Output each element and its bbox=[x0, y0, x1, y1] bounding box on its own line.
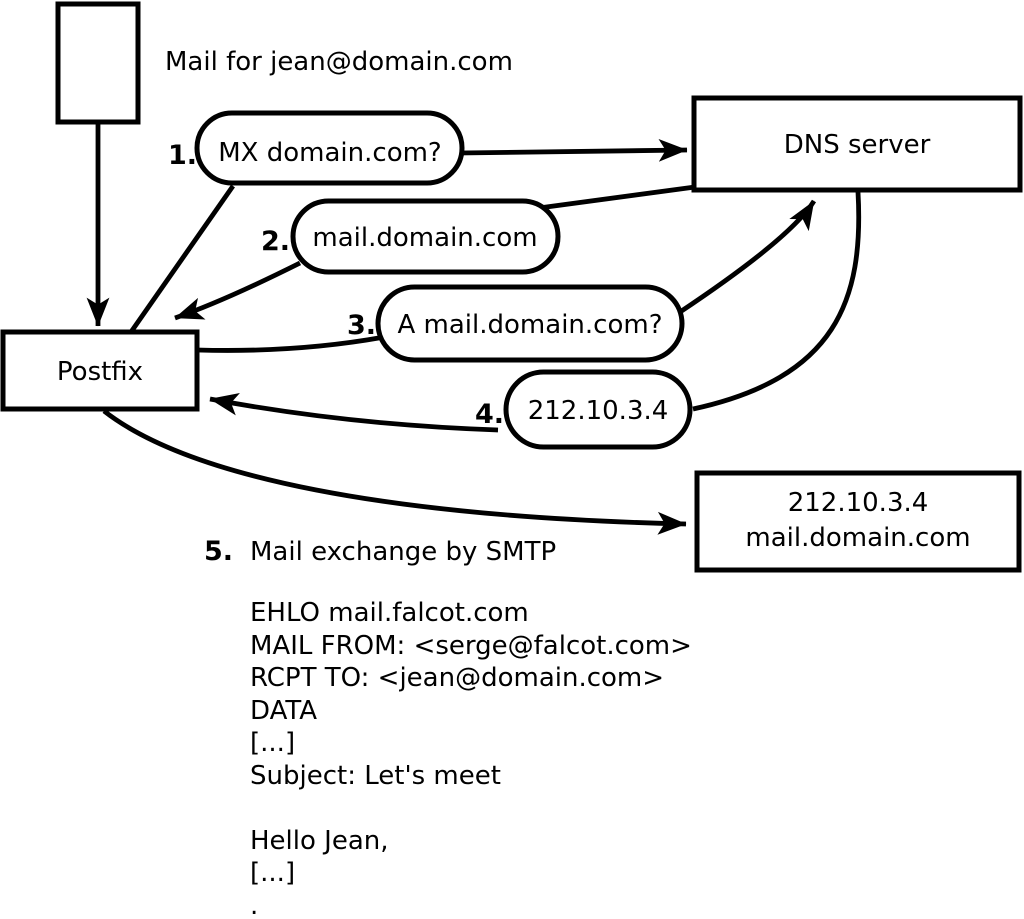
arrow-step1-to-dns bbox=[458, 138, 688, 162]
line-dns-to-step2 bbox=[538, 184, 696, 211]
step-3-number: 3. bbox=[347, 310, 376, 341]
step-5-number: 5. bbox=[204, 536, 233, 567]
postfix-label: Postfix bbox=[57, 357, 143, 387]
step-4-number: 4. bbox=[475, 399, 504, 430]
mail-server-hostname-label: mail.domain.com bbox=[745, 523, 970, 553]
mail-message-box bbox=[55, 1, 141, 125]
step-2-label: mail.domain.com bbox=[312, 223, 537, 253]
arrow-postfix-to-mail-server bbox=[102, 409, 687, 535]
line-dns-to-step4 bbox=[692, 191, 862, 412]
mail-server-ip-label: 212.10.3.4 bbox=[788, 488, 929, 518]
dns-server-box bbox=[691, 95, 1023, 193]
step-4-label: 212.10.3.4 bbox=[528, 396, 669, 426]
line-postfix-to-step3 bbox=[196, 333, 391, 353]
dns-server-label: DNS server bbox=[784, 130, 931, 160]
mail-server-box bbox=[694, 470, 1022, 573]
arrow-step4-to-postfix bbox=[209, 392, 499, 433]
arrow-step3-to-dns bbox=[678, 199, 817, 314]
step-1-number: 1. bbox=[168, 140, 197, 171]
step-5-label: Mail exchange by SMTP bbox=[250, 537, 556, 567]
step-1-bubble bbox=[194, 110, 465, 186]
postfix-box bbox=[0, 329, 200, 412]
step-2-number: 2. bbox=[261, 226, 290, 257]
step-4-bubble bbox=[503, 369, 693, 450]
line-postfix-to-step1 bbox=[129, 184, 235, 334]
mail-note-label: Mail for jean@domain.com bbox=[165, 47, 513, 77]
step-3-label: A mail.domain.com? bbox=[398, 310, 663, 340]
step-3-bubble bbox=[375, 284, 685, 363]
step-1-label: MX domain.com? bbox=[218, 138, 441, 168]
smtp-session-text: EHLO mail.falcot.com MAIL FROM: <serge@f… bbox=[250, 598, 692, 919]
step-2-bubble bbox=[290, 198, 561, 275]
arrow-step2-to-postfix bbox=[174, 260, 302, 321]
